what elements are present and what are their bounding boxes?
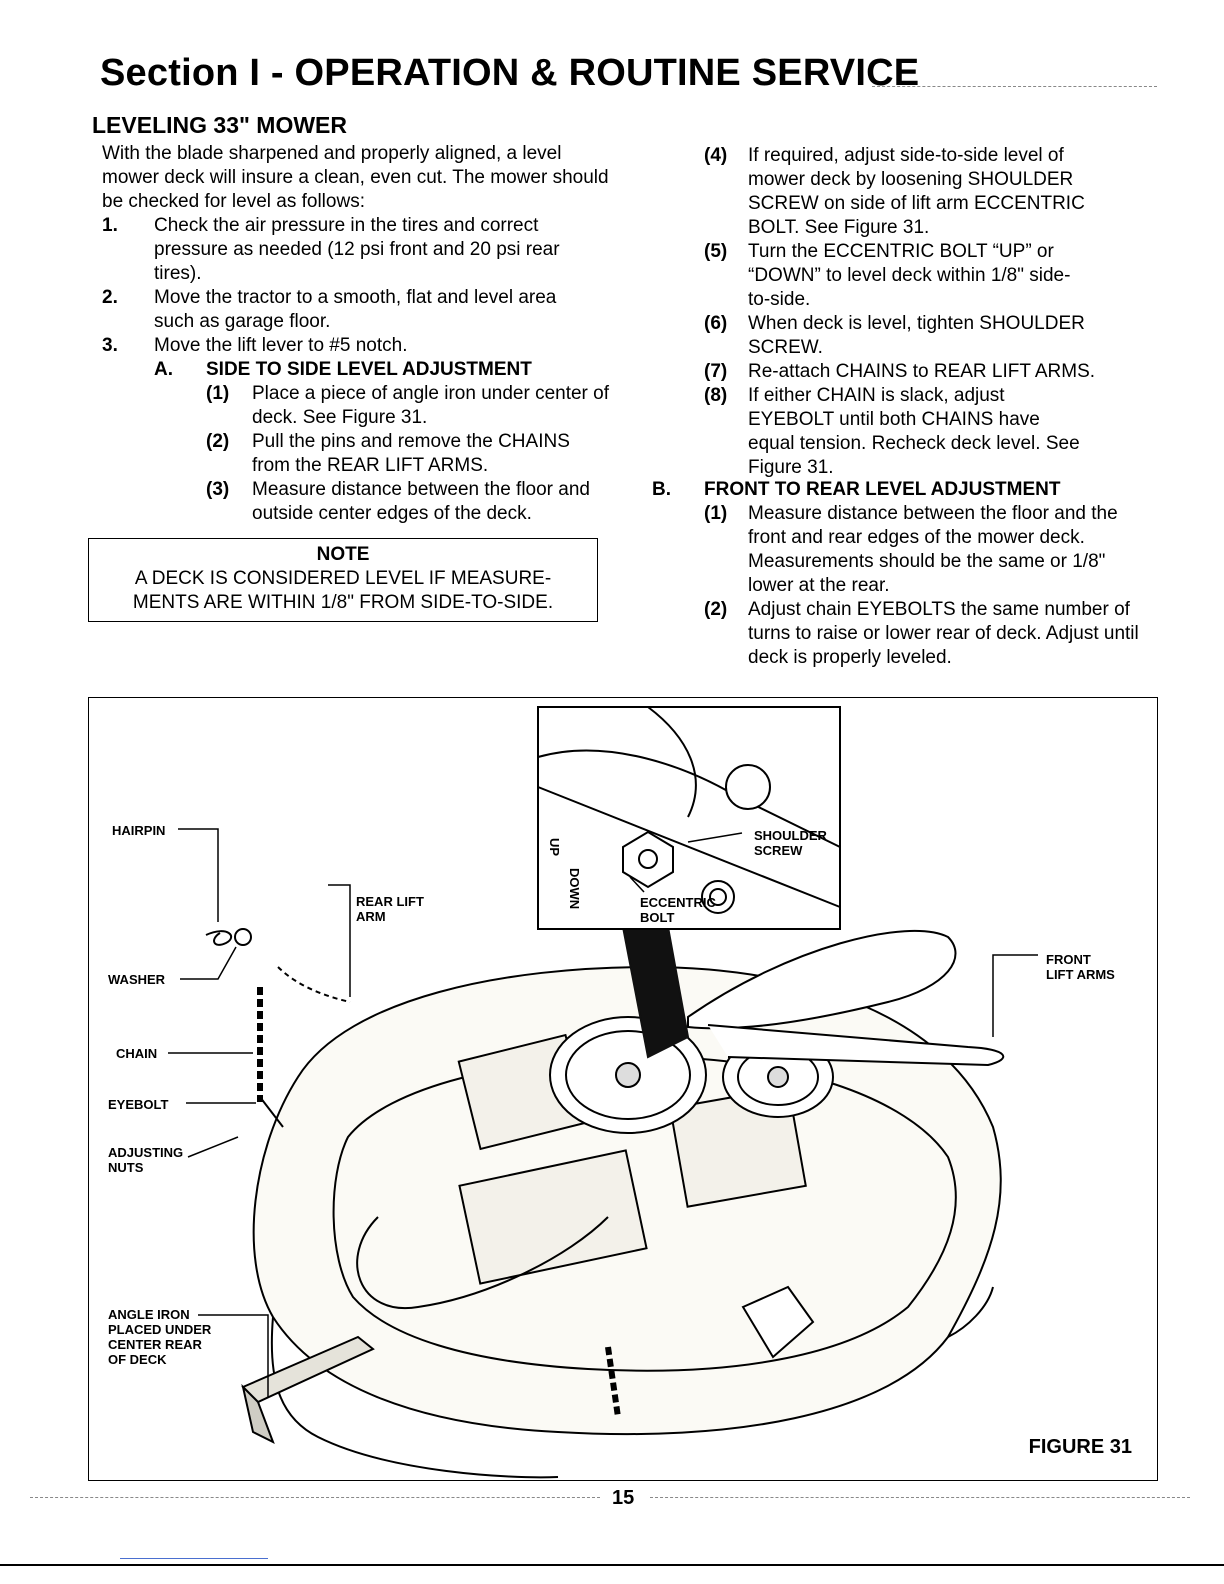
label-adjusting-nuts-line-1: ADJUSTING: [108, 1145, 184, 1160]
list-item: (8) If either CHAIN is slack, adjust EYE…: [704, 384, 1154, 480]
deck-skirt: [270, 1316, 559, 1479]
label-rear-lift-arm: REAR LIFT ARM: [356, 894, 424, 924]
label-angle-iron-line-1: ANGLE IRON: [108, 1307, 190, 1322]
bottom-accent-line: [120, 1558, 268, 1559]
footer-rule-left: [30, 1497, 600, 1498]
note-line-1: A DECK IS CONSIDERED LEVEL IF MEASURE-: [134, 568, 552, 589]
list-item: (5) Turn the ECCENTRIC BOLT “UP” or “DOW…: [704, 240, 1154, 312]
label-hairpin: HAIRPIN: [112, 823, 166, 838]
item-text: Re-attach CHAINS to REAR LIFT ARMS.: [748, 361, 1096, 382]
item-text: Pull the pins and remove the CHAINS from…: [252, 431, 570, 476]
item-number: (8): [704, 385, 728, 406]
list-item: (2) Adjust chain EYEBOLTS the same numbe…: [704, 598, 1154, 670]
label-angle-iron-line-3: CENTER REAR: [108, 1337, 202, 1352]
mower-deck-illustration: [168, 706, 1038, 1479]
section-b-title: FRONT TO REAR LEVEL ADJUSTMENT: [704, 479, 1061, 500]
list-item: (1) Place a piece of angle iron under ce…: [206, 382, 616, 430]
label-front-lift-arms: FRONT LIFT ARMS: [1046, 952, 1115, 982]
section-title: Section I - OPERATION & ROUTINE SERVICE: [100, 52, 920, 94]
label-eccentric-bolt: ECCENTRIC BOLT: [640, 895, 716, 925]
label-rear-lift-arm-line-1: REAR LIFT: [356, 894, 424, 909]
item-text: If either CHAIN is slack, adjust EYEBOLT…: [748, 385, 1080, 478]
item-text: If required, adjust side-to-side level o…: [748, 145, 1085, 238]
item-number: (4): [704, 145, 728, 166]
step-number: 1.: [102, 215, 118, 236]
item-number: (6): [704, 313, 728, 334]
inset-box: [537, 706, 841, 930]
step-text: Move the lift lever to #5 notch.: [154, 335, 408, 356]
label-chain: CHAIN: [116, 1046, 158, 1061]
label-front-lift-arms-line-1: FRONT: [1046, 952, 1091, 967]
label-eccentric-bolt-line-1: ECCENTRIC: [640, 895, 716, 910]
title-rule: [872, 86, 1157, 87]
step-text: Check the air pressure in the tires and …: [154, 215, 560, 284]
list-item: 2. Move the tractor to a smooth, flat an…: [102, 286, 622, 334]
item-text: Turn the ECCENTRIC BOLT “UP” or “DOWN” t…: [748, 241, 1071, 310]
item-text: When deck is level, tighten SHOULDER SCR…: [748, 313, 1085, 358]
item-number: (1): [704, 503, 728, 524]
note-title: NOTE: [316, 544, 370, 565]
section-a-title: SIDE TO SIDE LEVEL ADJUSTMENT: [206, 359, 532, 380]
list-item: 1. Check the air pressure in the tires a…: [102, 214, 622, 286]
label-angle-iron: ANGLE IRON PLACED UNDER CENTER REAR OF D…: [108, 1307, 211, 1367]
label-angle-iron-line-2: PLACED UNDER: [108, 1322, 212, 1337]
page-number: 15: [612, 1487, 635, 1509]
item-number: (2): [704, 599, 728, 620]
step-text: Move the tractor to a smooth, flat and l…: [154, 287, 557, 332]
label-adjusting-nuts: ADJUSTING NUTS: [108, 1145, 183, 1175]
item-text: Place a piece of angle iron under center…: [252, 383, 610, 428]
list-item: (4) If required, adjust side-to-side lev…: [704, 144, 1154, 240]
list-item: 3. Move the lift lever to #5 notch.: [102, 334, 622, 358]
front-lift-arm: [687, 929, 957, 1030]
item-text: Measure distance between the floor and o…: [252, 479, 590, 524]
label-front-lift-arms-line-2: LIFT ARMS: [1046, 967, 1115, 982]
label-down: DOWN: [567, 868, 582, 910]
bottom-rule: [0, 1564, 1224, 1566]
item-number: (2): [206, 431, 230, 452]
label-angle-iron-line-4: OF DECK: [108, 1352, 167, 1367]
step-number: 2.: [102, 287, 118, 308]
label-up: UP: [547, 838, 562, 857]
list-item: (3) Measure distance between the floor a…: [206, 478, 616, 526]
steps-list: 1. Check the air pressure in the tires a…: [102, 214, 622, 356]
list-item: (6) When deck is level, tighten SHOULDER…: [704, 312, 1154, 360]
list-item: (7) Re-attach CHAINS to REAR LIFT ARMS.: [704, 360, 1154, 384]
item-number: (7): [704, 361, 728, 382]
item-number: (1): [206, 383, 230, 404]
label-eccentric-bolt-line-2: BOLT: [640, 910, 675, 925]
section-a-letter: A.: [154, 359, 173, 380]
intro-paragraph: With the blade sharpened and properly al…: [102, 143, 609, 212]
note-box: NOTE A DECK IS CONSIDERED LEVEL IF MEASU…: [88, 538, 598, 622]
item-number: (5): [704, 241, 728, 262]
item-text: Adjust chain EYEBOLTS the same number of…: [748, 599, 1139, 668]
page-heading: LEVELING 33" MOWER: [92, 112, 347, 138]
list-item: (1) Measure distance between the floor a…: [704, 502, 1154, 598]
step-number: 3.: [102, 335, 118, 356]
item-text: Measure distance between the floor and t…: [748, 503, 1118, 596]
label-eyebolt: EYEBOLT: [108, 1097, 169, 1112]
label-washer: WASHER: [108, 972, 166, 987]
footer-rule-right: [650, 1497, 1190, 1498]
deck-skirt-right: [947, 1286, 994, 1338]
label-shoulder-screw-line-1: SHOULDER: [754, 828, 827, 843]
label-rear-lift-arm-line-2: ARM: [356, 909, 386, 924]
item-number: (3): [206, 479, 230, 500]
label-adjusting-nuts-line-2: NUTS: [108, 1160, 144, 1175]
section-b-letter: B.: [652, 479, 671, 500]
figure-caption: FIGURE 31: [1028, 1436, 1132, 1458]
note-line-2: MENTS ARE WITHIN 1/8" FROM SIDE-TO-SIDE.: [132, 592, 554, 613]
list-item: (2) Pull the pins and remove the CHAINS …: [206, 430, 616, 478]
label-shoulder-screw-line-2: SCREW: [754, 843, 803, 858]
label-shoulder-screw: SHOULDER SCREW: [754, 828, 827, 858]
figure-31-box: [88, 697, 1158, 1481]
